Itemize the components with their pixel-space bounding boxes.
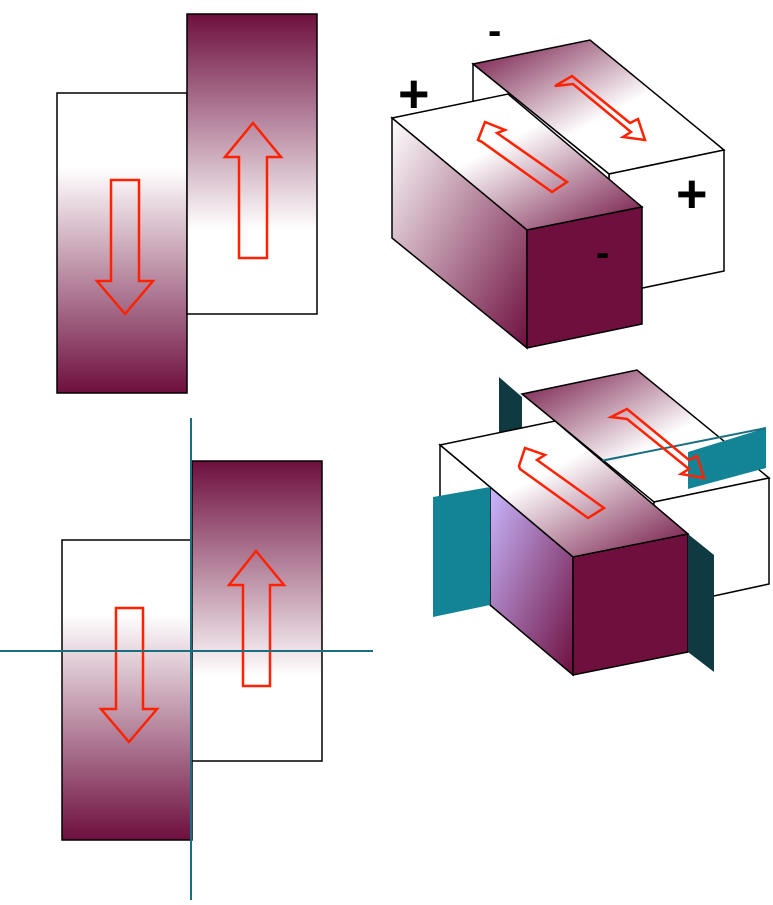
minus-sign-top: -: [488, 9, 501, 53]
bottom-right-3d: [433, 369, 771, 677]
plus-sign-left: +: [398, 64, 430, 124]
plane-right-dark: [688, 534, 714, 672]
magnet-right-up: [186, 13, 318, 315]
arrow-3d-back: [554, 74, 647, 142]
plus-sign-right: +: [676, 164, 708, 224]
arrow-down: [94, 178, 156, 316]
arrow-3d-front: [476, 120, 570, 194]
front-block-face-2: [572, 533, 689, 676]
arrow-up-2: [226, 549, 287, 688]
plane-right-teal: [688, 428, 766, 489]
top-right-3d: + - + -: [390, 9, 726, 350]
magnet-right-up-2: [191, 460, 323, 762]
front-block-face: [526, 206, 643, 349]
bottom-left-pair: [0, 418, 373, 900]
minus-sign-front: -: [596, 231, 609, 275]
magnet-left-down-2: [61, 539, 193, 841]
arrow-down-2: [98, 606, 160, 744]
magnet-left-down: [56, 92, 188, 394]
arrow-3d-back-2: [606, 407, 706, 480]
top-left-pair: [56, 13, 318, 394]
arrow-3d-front-2: [517, 446, 607, 520]
arrow-up: [222, 121, 284, 260]
plane-left-teal: [433, 487, 490, 617]
